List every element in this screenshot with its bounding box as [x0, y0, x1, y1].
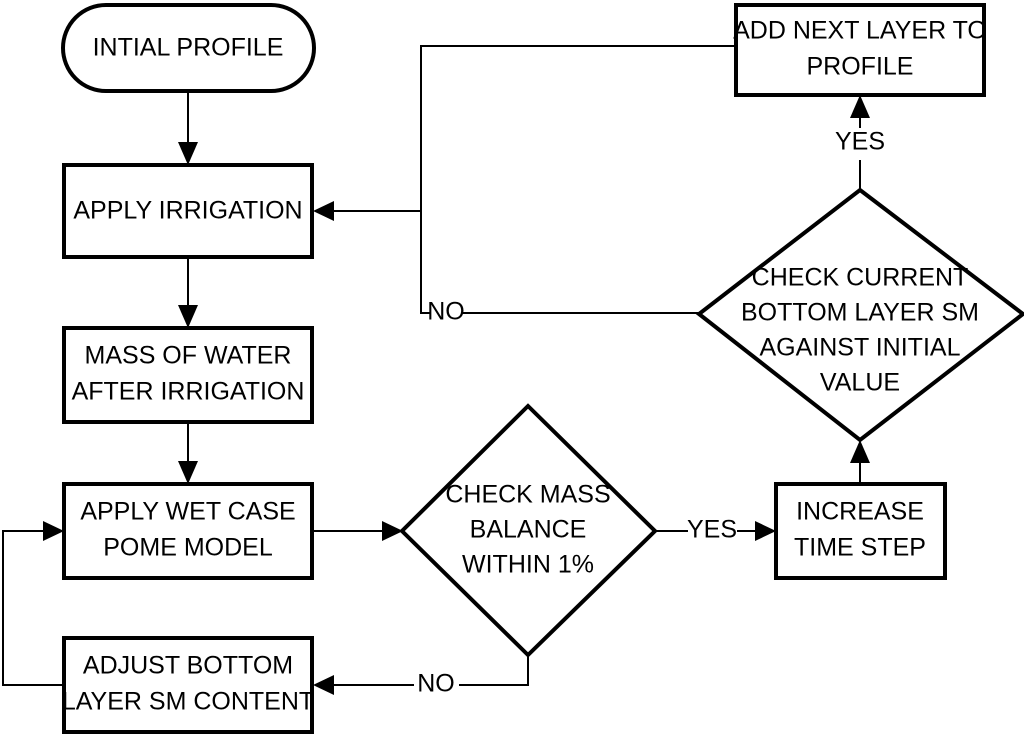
node-add-next-layer[interactable]: ADD NEXT LAYER TO PROFILE — [733, 3, 987, 97]
node-increase-time-step-label-line1: INCREASE — [796, 498, 924, 526]
node-apply-wet-case-label-line1: APPLY WET CASE — [80, 498, 295, 526]
node-adjust-bottom-layer[interactable]: ADJUST BOTTOM LAYER SM CONTENT — [62, 636, 314, 734]
node-check-current-bottom-layer[interactable]: CHECK CURRENT BOTTOM LAYER SM AGAINST IN… — [695, 187, 1024, 443]
node-apply-wet-case-label-line2: POME MODEL — [103, 534, 273, 562]
node-mass-of-water[interactable]: MASS OF WATER AFTER IRRIGATION — [62, 326, 314, 424]
edge-check-current-bottom-layer-yes-to-add-next-layer — [850, 95, 870, 190]
node-initial-profile[interactable]: INTIAL PROFILE — [61, 3, 316, 93]
node-check-current-bottom-layer-label-line2: BOTTOM LAYER SM — [741, 299, 979, 327]
edge-label-bottom-layer-yes: YES — [835, 128, 885, 156]
edge-mass-of-water-to-apply-wet-case — [178, 422, 198, 484]
edge-initial-profile-to-apply-irrigation — [178, 92, 198, 165]
node-apply-irrigation[interactable]: APPLY IRRIGATION — [62, 163, 314, 259]
node-increase-time-step[interactable]: INCREASE TIME STEP — [774, 482, 947, 580]
edge-label-mass-balance-no: NO — [417, 670, 455, 698]
node-check-mass-balance-label-line3: WITHIN 1% — [462, 551, 594, 579]
node-check-mass-balance[interactable]: CHECK MASS BALANCE WITHIN 1% — [399, 403, 658, 658]
node-mass-of-water-label-line1: MASS OF WATER — [85, 342, 292, 370]
edge-check-mass-balance-yes-to-increase-time-step — [655, 521, 776, 541]
node-mass-of-water-label-line2: AFTER IRRIGATION — [72, 378, 305, 406]
node-check-mass-balance-label-line1: CHECK MASS — [445, 481, 610, 509]
node-apply-wet-case[interactable]: APPLY WET CASE POME MODEL — [62, 482, 314, 580]
edge-no-loop-branch-to-apply-irrigation — [313, 201, 421, 221]
edge-label-bottom-layer-no: NO — [427, 298, 465, 326]
node-initial-profile-label: INTIAL PROFILE — [93, 34, 284, 62]
node-check-mass-balance-label-line2: BALANCE — [470, 516, 587, 544]
edge-check-current-bottom-layer-no-loop — [420, 45, 735, 314]
node-adjust-bottom-layer-label-line2: LAYER SM CONTENT — [62, 688, 314, 716]
node-apply-irrigation-label: APPLY IRRIGATION — [73, 197, 302, 225]
node-add-next-layer-label-line1: ADD NEXT LAYER TO — [733, 17, 987, 45]
edge-apply-wet-case-to-check-mass-balance — [312, 521, 403, 541]
edge-check-mass-balance-no-to-adjust-bottom-layer — [313, 655, 529, 695]
node-add-next-layer-label-line2: PROFILE — [807, 53, 914, 81]
node-increase-time-step-label-line2: TIME STEP — [794, 534, 926, 562]
edge-apply-irrigation-to-mass-of-water — [178, 257, 198, 328]
edge-increase-time-step-to-check-current-bottom-layer — [850, 440, 870, 483]
edge-adjust-bottom-layer-to-apply-wet-case — [2, 521, 64, 686]
node-check-current-bottom-layer-label-line4: VALUE — [820, 369, 900, 397]
node-adjust-bottom-layer-label-line1: ADJUST BOTTOM — [83, 652, 293, 680]
node-check-current-bottom-layer-label-line3: AGAINST INITIAL — [760, 334, 961, 362]
node-check-current-bottom-layer-label-line1: CHECK CURRENT — [752, 264, 969, 292]
edge-label-mass-balance-yes: YES — [687, 516, 737, 544]
